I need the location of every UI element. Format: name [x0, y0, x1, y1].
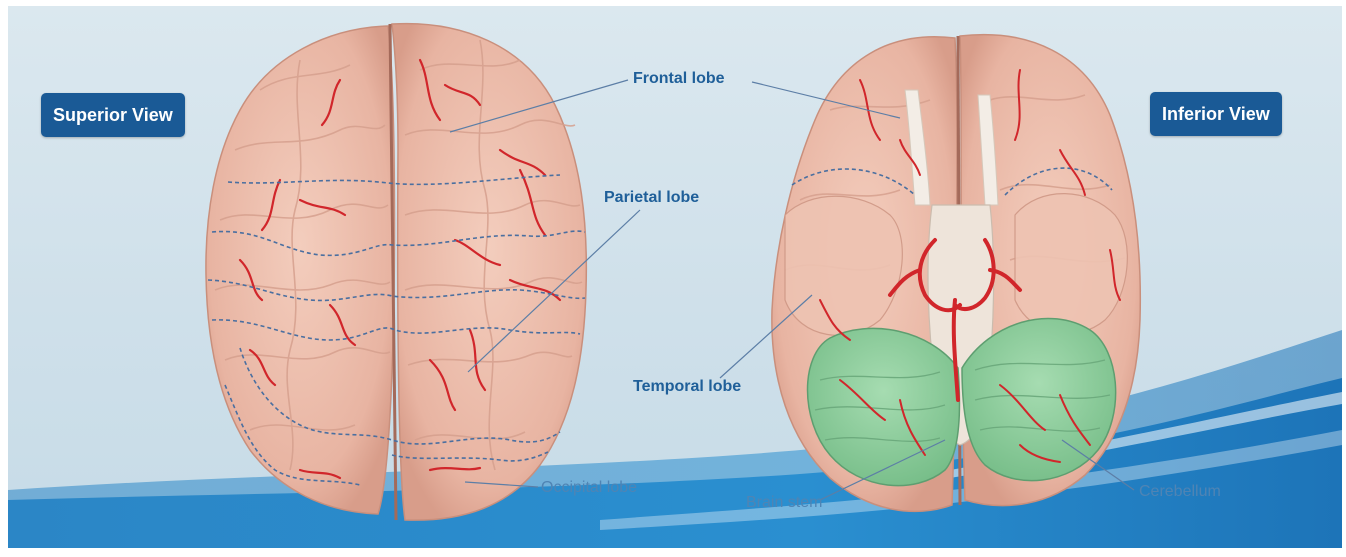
inferior-view-brain: [771, 33, 1142, 513]
brain-stem-label: Brain stem: [746, 494, 823, 511]
frontal-lobe-label: Frontal lobe: [633, 70, 725, 87]
parietal-lobe-label: Parietal lobe: [604, 189, 700, 206]
leader-temporal: [719, 294, 813, 379]
leader-frontal-left: [449, 79, 629, 133]
cerebellum-label: Cerebellum: [1139, 483, 1221, 500]
temporal-lobe-label: Temporal lobe: [633, 378, 742, 395]
leader-parietal: [467, 209, 641, 373]
superior-view-brain: [205, 22, 588, 521]
inferior-view-badge: Inferior View: [1150, 92, 1282, 136]
leader-brainstem: [819, 439, 946, 501]
superior-view-badge: Superior View: [41, 93, 185, 137]
leader-frontal-right: [751, 81, 901, 119]
leader-cerebellum: [1061, 439, 1135, 491]
occipital-lobe-label: Occipital lobe: [541, 479, 638, 496]
leader-occipital: [464, 481, 539, 488]
leader-lines: [449, 79, 1135, 501]
